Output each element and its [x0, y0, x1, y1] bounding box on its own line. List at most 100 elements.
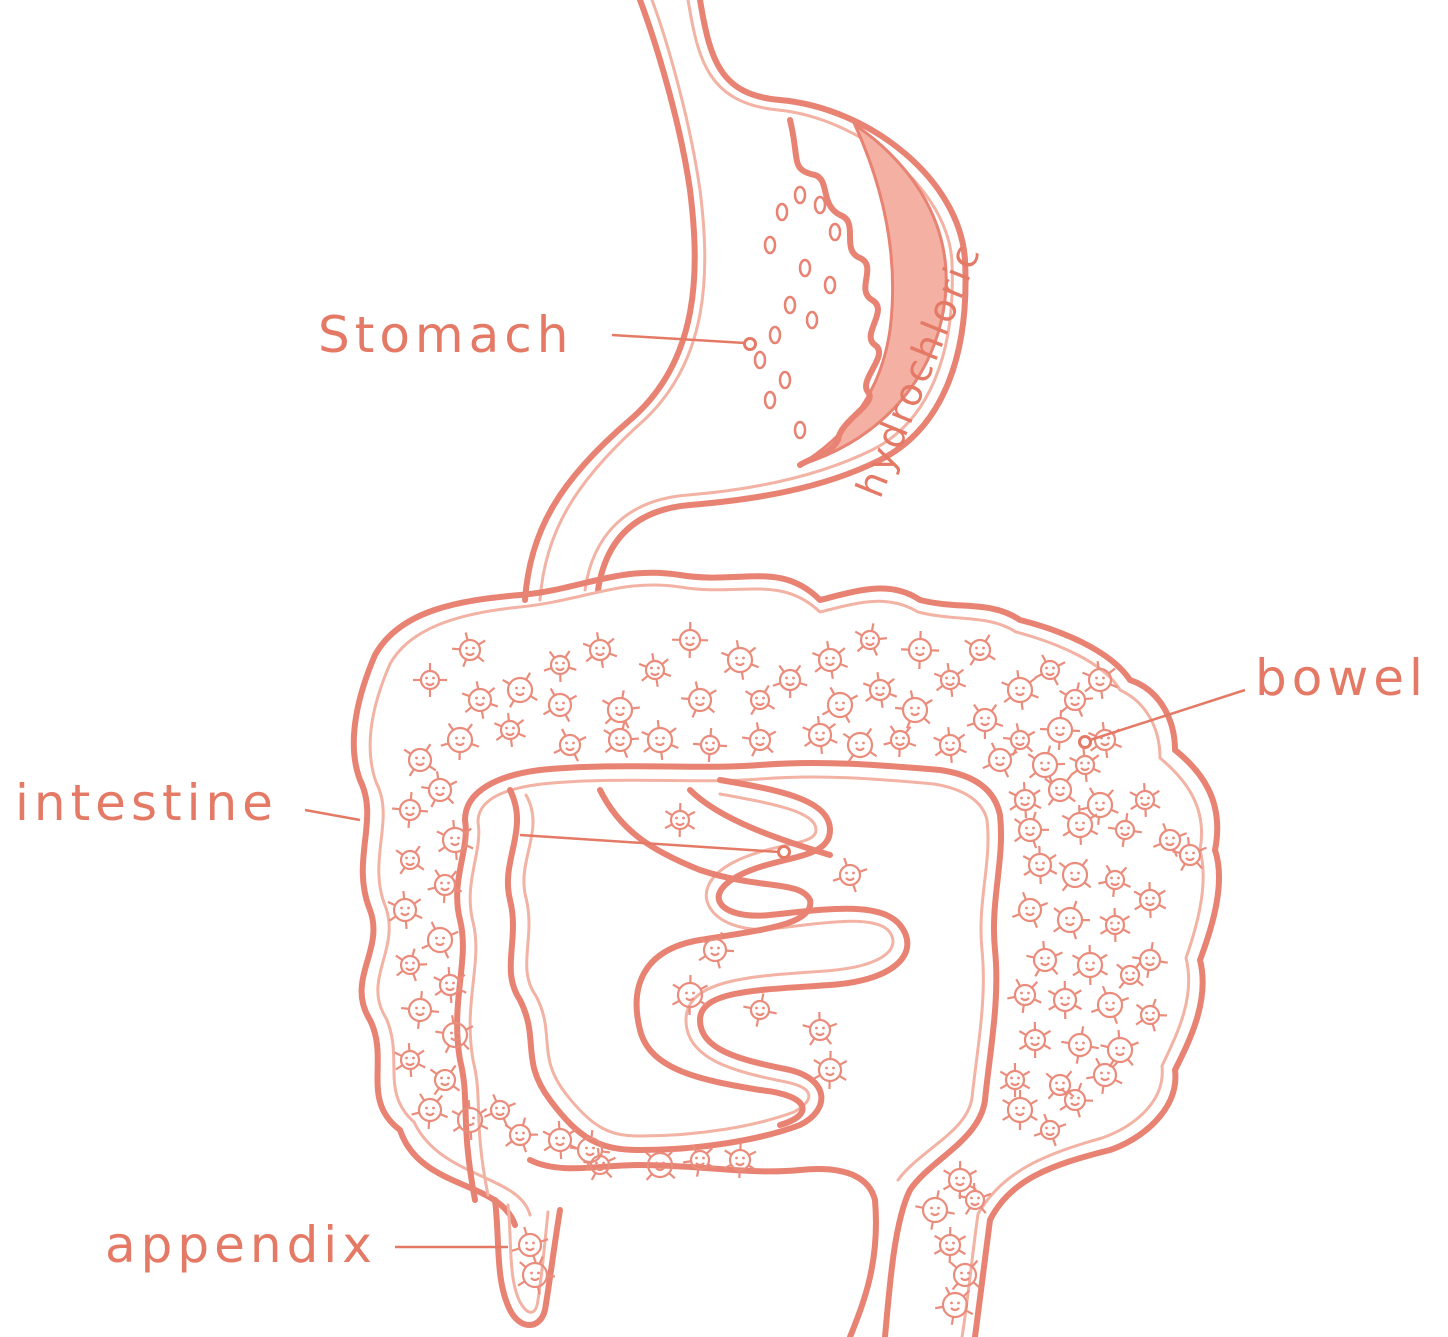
microbe — [1048, 981, 1081, 1019]
microbe — [803, 716, 838, 754]
microbe — [965, 635, 995, 665]
microbe — [1000, 1063, 1029, 1097]
microbe — [412, 1094, 448, 1129]
microbe — [803, 1012, 837, 1045]
microbe — [421, 771, 457, 807]
microbe — [639, 653, 671, 687]
microbe — [554, 729, 586, 761]
microbe — [388, 891, 422, 929]
microbe — [452, 633, 485, 667]
microbe — [1100, 908, 1130, 942]
label-appendix: appendix — [105, 1216, 377, 1274]
microbe — [583, 632, 617, 668]
microbe — [934, 1227, 965, 1263]
microbe — [895, 690, 932, 728]
microbe — [1101, 1030, 1139, 1067]
microbe — [934, 727, 967, 763]
microbe — [681, 681, 716, 717]
microbe — [773, 665, 807, 698]
microbe — [1062, 805, 1097, 845]
microbe — [396, 846, 424, 874]
microbe — [1059, 859, 1091, 891]
microbe — [452, 1100, 488, 1140]
microbe — [934, 663, 965, 697]
microbe — [833, 858, 867, 892]
microbe — [822, 687, 857, 722]
microbe — [1134, 882, 1166, 918]
microbe — [1002, 670, 1039, 710]
small-intestine — [508, 780, 907, 1150]
microbe — [602, 690, 639, 728]
microbe — [843, 728, 876, 761]
microbe — [1060, 682, 1093, 716]
microbe — [884, 726, 916, 757]
microbe — [901, 631, 939, 669]
microbe — [721, 640, 758, 680]
stomach-bubbles — [755, 187, 840, 438]
microbe — [855, 623, 887, 655]
microbe — [1003, 1090, 1038, 1130]
microbe — [435, 1015, 473, 1052]
microbe — [959, 1183, 991, 1214]
microbe — [1045, 775, 1075, 805]
microbe — [413, 663, 447, 697]
microbe — [1046, 1071, 1074, 1099]
microbe — [1023, 846, 1057, 884]
microbe — [1040, 710, 1080, 750]
microbe — [505, 1118, 538, 1152]
label-intestine: intestine — [15, 774, 278, 832]
microbe — [1130, 783, 1160, 817]
microbe — [1098, 865, 1130, 897]
microbe — [404, 744, 436, 776]
microbe — [1026, 941, 1062, 976]
label-stomach: Stomach — [318, 306, 573, 364]
microbe — [1070, 748, 1101, 782]
microbe — [742, 722, 776, 756]
microbe — [1108, 813, 1142, 847]
microbe — [462, 681, 498, 718]
microbe — [1086, 1058, 1122, 1094]
microbe — [1061, 1026, 1098, 1063]
appendix — [495, 1200, 560, 1325]
microbe — [943, 1161, 976, 1199]
microbe — [1003, 723, 1035, 755]
microbe — [494, 713, 525, 747]
microbe — [503, 673, 538, 708]
microbe — [1136, 999, 1167, 1031]
microbe — [1012, 892, 1047, 927]
microbe — [1007, 979, 1041, 1013]
microbe — [1080, 788, 1118, 825]
microbe — [1015, 812, 1049, 848]
microbe — [693, 728, 727, 762]
microbe — [1060, 1083, 1093, 1117]
microbe — [1019, 1022, 1050, 1058]
microbe — [484, 1094, 515, 1125]
microbe — [543, 688, 576, 721]
microbe — [395, 1043, 426, 1077]
microbe — [665, 803, 695, 837]
microbe — [983, 743, 1017, 777]
microbe — [672, 622, 708, 658]
microbe — [441, 724, 479, 760]
microbe — [967, 705, 1003, 739]
microbe — [1054, 901, 1090, 939]
microbe — [1072, 945, 1107, 985]
microbe — [915, 1190, 954, 1229]
microbe — [401, 991, 439, 1029]
microbe — [392, 792, 428, 828]
microbe — [812, 641, 847, 679]
microbe — [863, 672, 896, 708]
microbe — [935, 1287, 973, 1325]
microbe — [422, 922, 458, 958]
microbe — [1035, 655, 1065, 685]
microbe — [743, 993, 776, 1026]
microbe — [642, 720, 679, 760]
microbe — [1034, 1114, 1066, 1146]
microbe — [396, 949, 427, 981]
microbe — [604, 722, 639, 758]
microbe — [544, 651, 576, 682]
microbe — [430, 1065, 459, 1094]
label-bowel: bowel — [1255, 649, 1428, 707]
microbe — [1117, 962, 1143, 988]
